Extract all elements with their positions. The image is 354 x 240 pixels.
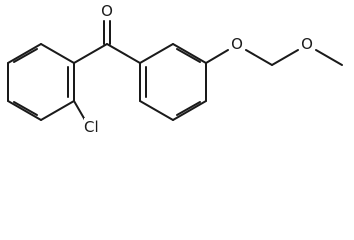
svg-text:Cl: Cl bbox=[84, 118, 99, 136]
bond-methoxy-oxygen-methyl bbox=[315, 49, 343, 66]
svg-text:O: O bbox=[301, 35, 313, 53]
carbonyl-bond bbox=[103, 20, 111, 45]
bond-ether-oxygen-ch2 bbox=[245, 49, 273, 66]
atom-ether-oxygen: O bbox=[230, 35, 244, 53]
bond-ch2-methoxy-oxygen bbox=[271, 49, 299, 66]
atom-carbonyl-oxygen: O bbox=[100, 2, 114, 20]
methoxymethoxy-phenyl-ring bbox=[139, 43, 207, 121]
atom-methoxy-oxygen: O bbox=[300, 35, 314, 53]
bond-ring-ether-oxygen bbox=[205, 49, 229, 64]
chemical-structure: O Cl O O bbox=[7, 2, 343, 136]
svg-text:O: O bbox=[101, 2, 113, 20]
bond-carbonyl-right-ring bbox=[106, 43, 141, 64]
bond-carbonyl-left-ring bbox=[73, 43, 108, 64]
bond-ring-chlorine bbox=[73, 100, 86, 121]
atom-chlorine: Cl bbox=[84, 118, 106, 136]
svg-text:O: O bbox=[231, 35, 243, 53]
chlorophenyl-ring bbox=[7, 43, 75, 121]
